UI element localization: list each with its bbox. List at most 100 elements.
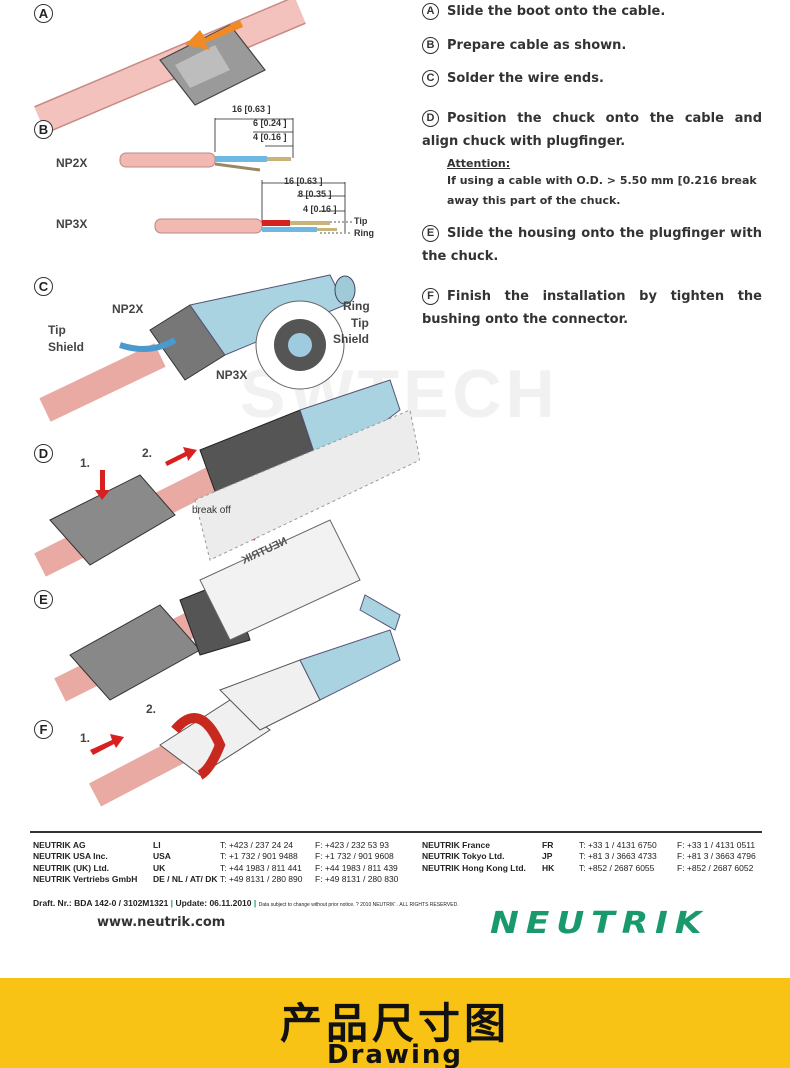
separator: |: [170, 898, 174, 908]
contact-country: HK: [542, 862, 555, 873]
legal-notice: Data subject to change without prior not…: [258, 902, 459, 908]
step-f-drawing: [88, 629, 401, 807]
contact-tel: T: +49 8131 / 280 890: [220, 873, 303, 884]
contact-name: NEUTRIK (UK) Ltd.: [33, 862, 110, 873]
attention-note: Attention: If using a cable with O.D. > 5…: [447, 157, 767, 211]
step-marker: C: [422, 70, 439, 87]
np2x-label: NP2X: [56, 156, 88, 170]
draft-number: Draft. Nr.: BDA 142-0 / 3102M1321 | Upda…: [33, 898, 459, 908]
dimension-label: 8 [0.35 ]: [298, 189, 332, 199]
update-date: Update: 06.11.2010: [175, 898, 252, 908]
ring-label: Ring: [343, 299, 370, 313]
step-c-drawing: [39, 274, 356, 422]
step-marker-d: D: [34, 444, 53, 463]
footer-divider: [30, 831, 762, 833]
tip-label: Tip: [354, 216, 368, 226]
contact-name: NEUTRIK Tokyo Ltd.: [422, 851, 505, 862]
np3x-label: NP3X: [216, 368, 248, 382]
drawing-banner: 产品尺寸图 Drawing: [0, 978, 790, 1068]
separator: |: [253, 898, 257, 908]
sub-step-number: 2.: [142, 446, 153, 460]
step-marker-f: F: [34, 720, 53, 739]
step-a: A Slide the boot onto the cable.: [422, 0, 762, 23]
step-marker-b: B: [34, 120, 53, 139]
step-text: Slide the boot onto the cable.: [447, 4, 666, 19]
step-b-drawing: [119, 118, 352, 234]
shield-label: Shield: [48, 340, 85, 354]
dimension-label: 4 [0.16 ]: [303, 204, 337, 214]
contact-name: NEUTRIK Vertriebs GmbH: [33, 873, 138, 884]
contact-country: FR: [542, 840, 554, 850]
contact-country: UK: [153, 862, 166, 873]
step-marker: E: [422, 225, 439, 242]
contact-fax: F: +1 732 / 901 9608: [315, 851, 394, 862]
step-d-drawing: [34, 379, 420, 577]
break-off-label: break off: [192, 505, 231, 516]
attention-text: If using a cable with O.D. > 5.50 mm [0.…: [447, 174, 757, 207]
tip-label: Tip: [351, 316, 369, 330]
assembly-illustrations: [34, 0, 420, 807]
banner-title-cn: 产品尺寸图: [279, 999, 510, 1048]
arrow-icon: [185, 20, 243, 50]
draft-label: Draft. Nr.: BDA 142-0: [33, 898, 117, 908]
arrow-icon: [165, 447, 197, 466]
step-text: Finish the installation by tighten the b…: [422, 289, 762, 327]
arrow-icon: [95, 470, 110, 500]
contact-fax: F: +49 8131 / 280 830: [315, 873, 399, 884]
sub-step-number: 1.: [80, 456, 91, 470]
website-link[interactable]: www.neutrik.com: [97, 915, 226, 930]
contact-tel: T: +1 732 / 901 9488: [220, 851, 298, 862]
contact-country: DE / NL / AT/ DK: [153, 873, 218, 884]
step-marker: D: [422, 110, 439, 127]
step-marker: A: [422, 3, 439, 20]
contact-tel: T: +852 / 2687 6055: [579, 862, 655, 873]
contact-tel: T: +44 1983 / 811 441: [220, 862, 302, 873]
dimension-label: 4 [0.16 ]: [253, 132, 287, 142]
dimension-label: 16 [0.63 ]: [232, 104, 271, 114]
step-text: Position the chuck onto the cable and al…: [422, 111, 762, 149]
draft-code: / 3102M1321: [118, 898, 169, 908]
step-marker-c: C: [34, 277, 53, 296]
contact-fax: F: +33 1 / 4131 0511: [677, 840, 756, 850]
step-marker: F: [422, 288, 439, 305]
arrow-icon: [90, 734, 124, 755]
attention-title: Attention:: [447, 157, 511, 170]
contact-tel: T: +423 / 237 24 24: [220, 840, 294, 850]
step-marker-a: A: [34, 4, 53, 23]
step-marker-e: E: [34, 590, 53, 609]
banner-title-en: Drawing: [326, 1040, 463, 1068]
shield-label: Shield: [333, 332, 370, 346]
contact-name: NEUTRIK USA Inc.: [33, 851, 108, 862]
ring-label: Ring: [354, 228, 374, 238]
contact-country: USA: [153, 851, 171, 862]
sub-step-number: 1.: [80, 731, 91, 745]
step-text: Prepare cable as shown.: [447, 38, 627, 53]
neutrik-logo: NEUTRIK: [490, 906, 709, 941]
step-text: Solder the wire ends.: [447, 71, 604, 86]
step-e-drawing: [54, 519, 401, 702]
dimension-label: 6 [0.24 ]: [253, 118, 287, 128]
np3x-label: NP3X: [56, 217, 88, 231]
contact-country: LI: [153, 840, 161, 850]
sub-step-number: 2.: [146, 702, 157, 716]
step-marker: B: [422, 37, 439, 54]
contact-fax: F: +423 / 232 53 93: [315, 840, 389, 850]
contact-fax: F: +44 1983 / 811 439: [315, 862, 398, 873]
contact-name: NEUTRIK Hong Kong Ltd.: [422, 862, 526, 873]
contact-tel: T: +33 1 / 4131 6750: [579, 840, 657, 850]
dimension-label: 16 [0.63 ]: [284, 176, 323, 186]
contact-name: NEUTRIK France: [422, 840, 491, 850]
contact-fax: F: +852 / 2687 6052: [677, 862, 754, 873]
contact-tel: T: +81 3 / 3663 4733: [579, 851, 657, 862]
contact-name: NEUTRIK AG: [33, 840, 86, 850]
contact-country: JP: [542, 851, 553, 862]
step-a-drawing: [34, 0, 306, 134]
step-text: Slide the housing onto the plugfinger wi…: [422, 226, 762, 264]
step-b: B Prepare cable as shown.: [422, 34, 762, 57]
step-c: C Solder the wire ends.: [422, 67, 762, 90]
contact-fax: F: +81 3 / 3663 4796: [677, 851, 756, 862]
np2x-label: NP2X: [112, 302, 144, 316]
